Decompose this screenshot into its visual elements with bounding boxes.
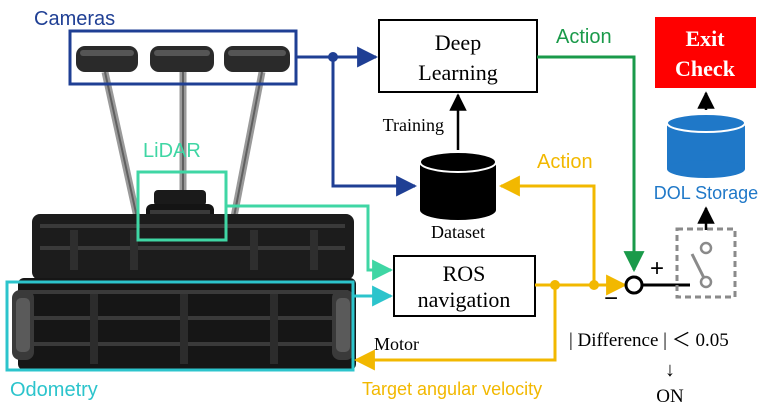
robot-illustration xyxy=(12,46,356,370)
lidar-signal-line xyxy=(226,204,394,281)
dol-storage-icon xyxy=(666,113,746,178)
switch-icon xyxy=(675,227,737,299)
ros-output-lines xyxy=(353,175,628,371)
robot-body xyxy=(12,214,356,370)
camera-signal-lines xyxy=(296,46,418,197)
action-top-label: Action xyxy=(556,26,612,48)
exit-check-box xyxy=(655,17,756,88)
down-arrow-glyph: ↓ xyxy=(665,359,675,381)
on-label: ON xyxy=(656,386,684,407)
exit-check-label-line1: Exit xyxy=(685,26,725,51)
camera-center xyxy=(150,46,214,72)
dataset-label: Dataset xyxy=(431,222,485,242)
difference-node xyxy=(624,275,644,295)
dataset-icon xyxy=(419,151,497,220)
odometry-highlight-box xyxy=(5,280,355,372)
ros-navigation-box xyxy=(393,255,536,317)
cameras-label: Cameras xyxy=(34,8,115,30)
deep-learning-label-line2: Learning xyxy=(418,60,497,85)
camera-left xyxy=(76,46,138,72)
minus-sign: − xyxy=(604,285,618,312)
action-mid-label: Action xyxy=(537,151,593,173)
exit-check-label-line2: Check xyxy=(675,56,736,81)
lidar-label: LiDAR xyxy=(143,140,201,162)
odometry-label: Odometry xyxy=(10,379,98,401)
action-top-line xyxy=(537,55,645,273)
plus-sign: + xyxy=(650,255,664,282)
target-angular-velocity-label: Target angular velocity xyxy=(362,379,542,399)
training-label: Training xyxy=(383,115,444,135)
motor-label: Motor xyxy=(374,334,419,354)
camera-right xyxy=(224,46,290,72)
ros-navigation-label-line2: navigation xyxy=(418,287,511,312)
ros-navigation-label-line1: ROS xyxy=(443,261,486,286)
deep-learning-label-line1: Deep xyxy=(435,30,481,55)
difference-condition-label: | Difference | ＜ 0.05 xyxy=(569,330,729,351)
dol-storage-label: DOL Storage xyxy=(654,183,758,203)
